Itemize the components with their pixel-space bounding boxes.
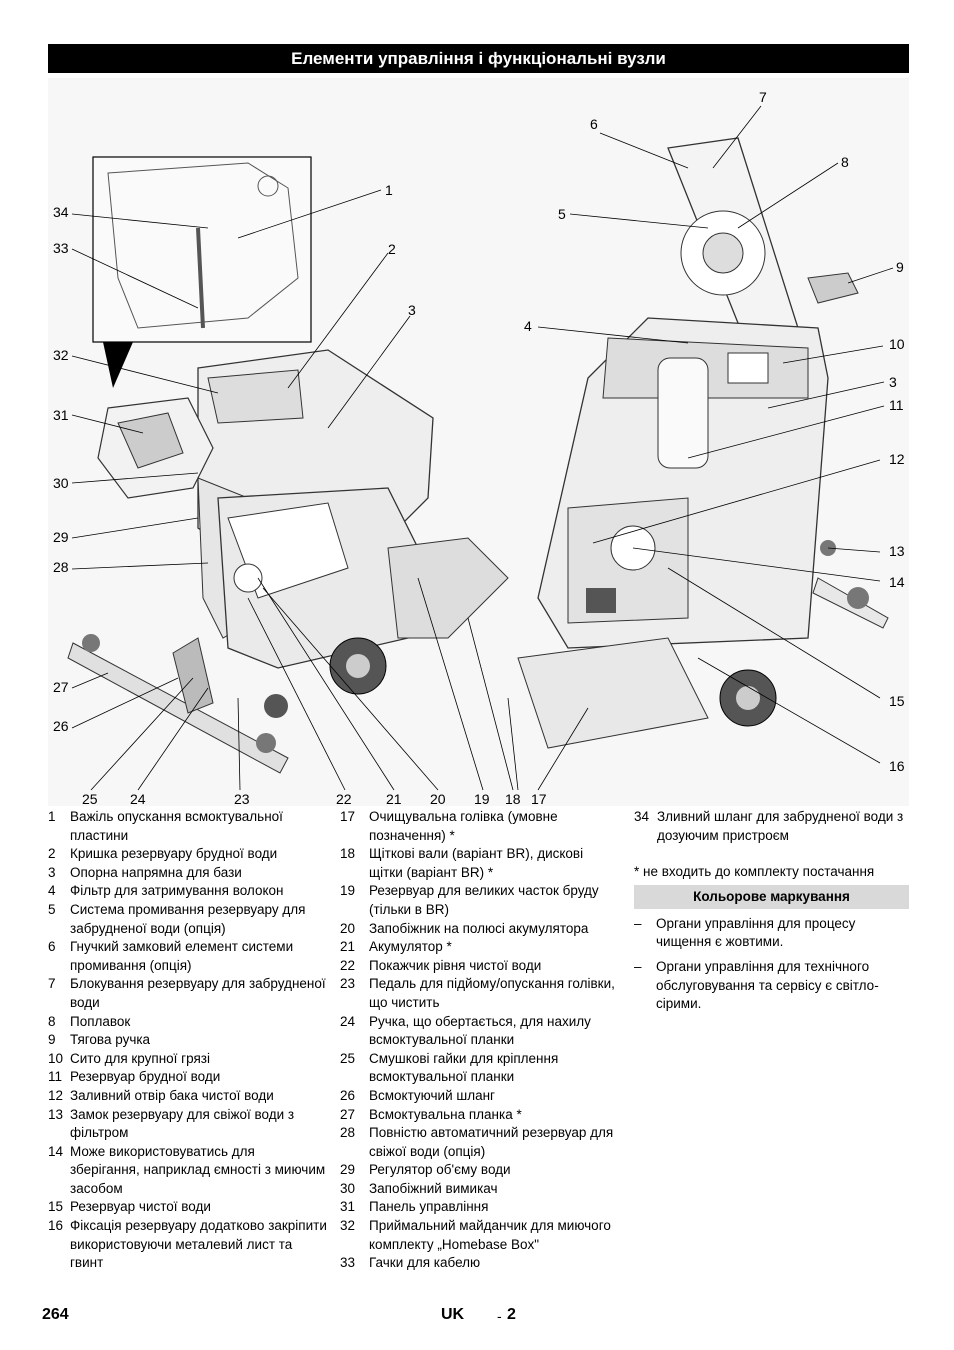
callout-11: 11 bbox=[889, 397, 904, 413]
callout-30: 30 bbox=[53, 475, 69, 491]
callout-5: 5 bbox=[558, 206, 566, 222]
callout-7: 7 bbox=[759, 89, 767, 105]
callout-27: 27 bbox=[53, 679, 69, 695]
callout-33: 33 bbox=[53, 240, 69, 256]
callout-14: 14 bbox=[889, 574, 905, 590]
callout-17: 17 bbox=[531, 791, 547, 807]
callout-19: 19 bbox=[474, 791, 490, 807]
callout-10: 10 bbox=[889, 336, 905, 352]
callout-2: 2 bbox=[388, 241, 396, 257]
machine-drawing bbox=[48, 78, 909, 806]
language-code: UK bbox=[441, 1306, 465, 1323]
callout-32: 32 bbox=[53, 347, 69, 363]
callout-1: 1 bbox=[385, 182, 393, 198]
callout-21: 21 bbox=[386, 791, 402, 807]
callout-12: 12 bbox=[889, 451, 905, 467]
callout-23: 23 bbox=[234, 791, 250, 807]
page-number: 264 bbox=[42, 1306, 69, 1323]
callout-18: 18 bbox=[505, 791, 521, 807]
callout-24: 24 bbox=[130, 791, 146, 807]
callout-3: 3 bbox=[408, 302, 416, 318]
callout-29: 29 bbox=[53, 529, 69, 545]
list-item: –Органи управління для процесу чищення є… bbox=[634, 915, 856, 950]
callout-16: 16 bbox=[889, 758, 905, 774]
callout-28: 28 bbox=[53, 559, 69, 575]
callout-4: 4 bbox=[524, 318, 532, 334]
footnote: * не входить до комплекту постачання bbox=[634, 864, 875, 880]
callout-3b: 3 bbox=[889, 374, 897, 390]
callout-6: 6 bbox=[590, 116, 598, 132]
callout-20: 20 bbox=[430, 791, 446, 807]
callout-26: 26 bbox=[53, 718, 69, 734]
page-title: Елементи управління і функціональні вузл… bbox=[48, 44, 909, 73]
callout-31: 31 bbox=[53, 407, 69, 423]
footer-separator: - bbox=[497, 1308, 502, 1324]
machine-illustration: 1 2 3 4 5 6 7 8 9 10 3 11 12 13 14 15 16… bbox=[48, 78, 909, 807]
callout-22: 22 bbox=[336, 791, 352, 807]
callout-25: 25 bbox=[82, 791, 98, 807]
section-heading: Кольорове маркування bbox=[634, 884, 909, 909]
callout-13: 13 bbox=[889, 543, 905, 559]
callout-8: 8 bbox=[841, 154, 849, 170]
callout-15: 15 bbox=[889, 693, 905, 709]
callout-9: 9 bbox=[896, 259, 904, 275]
section-number: 2 bbox=[507, 1306, 516, 1323]
list-item: –Органи управління для технічного обслуг… bbox=[634, 958, 879, 1012]
callout-34: 34 bbox=[53, 204, 69, 220]
